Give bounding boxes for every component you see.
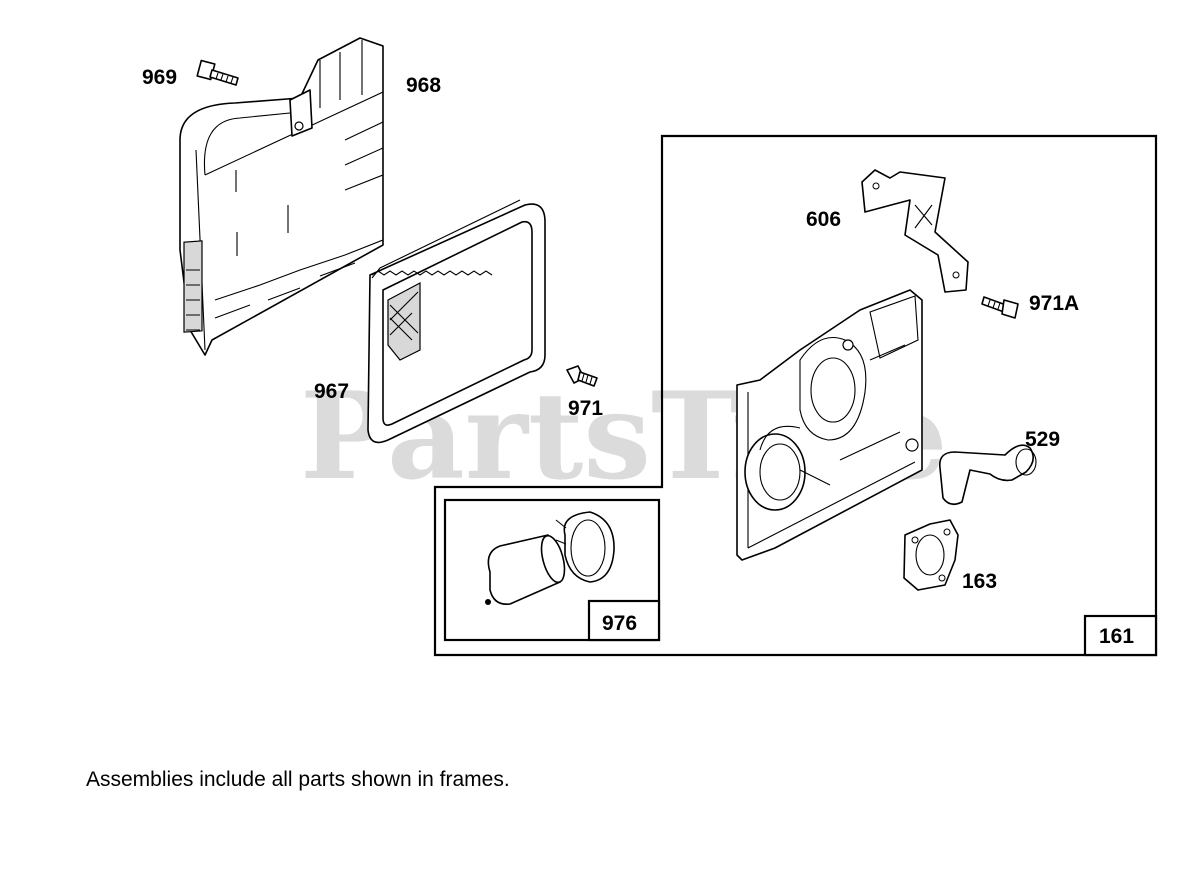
part-529-tube[interactable] xyxy=(938,444,1037,506)
part-606-bracket[interactable] xyxy=(861,169,969,293)
callout-529[interactable]: 529 xyxy=(1025,428,1060,451)
part-163-gasket[interactable] xyxy=(903,519,959,591)
assembly-frame-976 xyxy=(443,498,661,642)
part-969-bolt[interactable] xyxy=(196,59,239,86)
part-967-filter[interactable] xyxy=(367,199,546,444)
callout-968[interactable]: 968 xyxy=(406,74,441,97)
assembly-label-box-161 xyxy=(1083,614,1158,657)
part-161-base[interactable] xyxy=(736,289,923,561)
callout-606[interactable]: 606 xyxy=(806,208,841,231)
part-976-precleaner[interactable] xyxy=(485,511,615,606)
assembly-frame-161 xyxy=(433,134,1158,657)
assembly-label-161[interactable]: 161 xyxy=(1099,625,1134,648)
part-968-housing[interactable] xyxy=(179,37,384,356)
part-971A-screw[interactable] xyxy=(981,296,1019,319)
callout-971[interactable]: 971 xyxy=(568,397,603,420)
assembly-label-976[interactable]: 976 xyxy=(602,612,637,635)
callout-163[interactable]: 163 xyxy=(962,570,997,593)
callout-967[interactable]: 967 xyxy=(314,380,349,403)
part-971-screw[interactable] xyxy=(566,365,598,387)
assemblies-footnote: Assemblies include all parts shown in fr… xyxy=(86,768,510,791)
assembly-label-box-976 xyxy=(587,599,661,642)
callout-969[interactable]: 969 xyxy=(142,66,177,89)
callout-971A[interactable]: 971A xyxy=(1029,292,1079,315)
